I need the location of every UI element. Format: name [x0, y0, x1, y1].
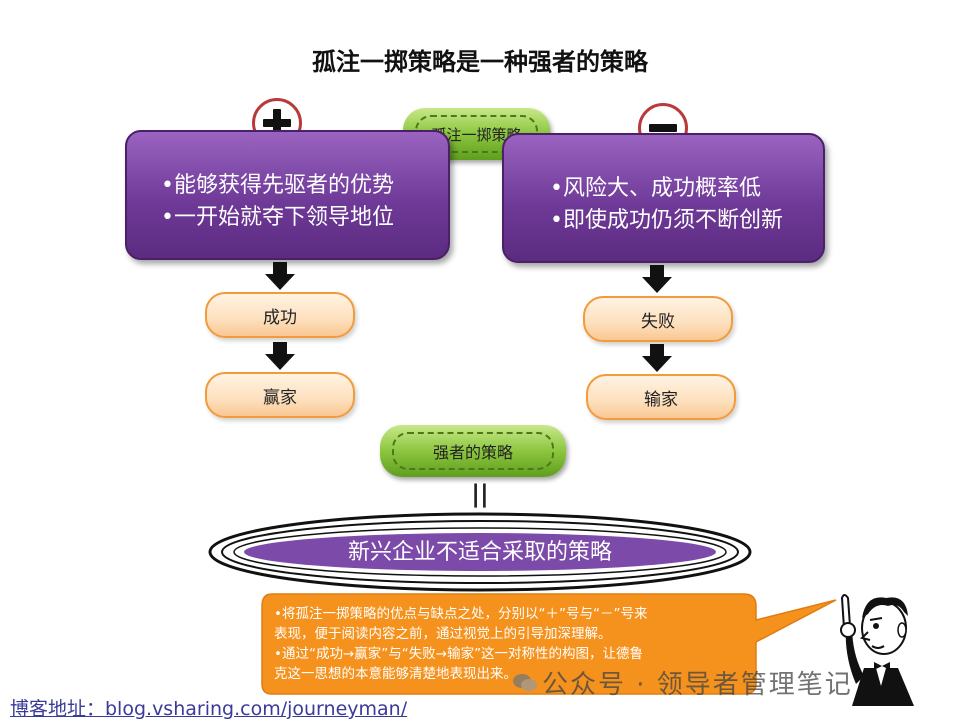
conclusion-text: 新兴企业不适合采取的策略 — [347, 540, 612, 565]
down-arrow-icon — [265, 262, 295, 290]
success-node: 成功 — [205, 292, 355, 338]
failure-node: 失败 — [583, 296, 733, 342]
down-arrow-icon — [642, 344, 672, 372]
callout-bubble — [261, 593, 837, 695]
winner-node: 赢家 — [205, 372, 355, 418]
thinking-man-icon — [840, 594, 914, 706]
advantages-box: •能够获得先驱者的优势 •一开始就夺下领导地位 — [125, 130, 450, 260]
watermark-text: 公众号 · 领导者管理笔记 — [542, 670, 853, 700]
center-strategy-text: 孤注一掷策略 — [431, 125, 522, 144]
disadvantage-item: •即使成功仍须不断创新 — [550, 208, 783, 233]
wechat-watermark: 公众号 · 领导者管理笔记 — [512, 664, 853, 701]
strong-strategy-text: 强者的策略 — [432, 443, 513, 462]
callout-line: 克这一思想的本意能够清楚地表现出来。 — [274, 666, 517, 682]
callout-text: •将孤注一掷策略的优点与缺点之处，分别以“＋”号与“－”号来 表现，便于阅读内容… — [274, 604, 754, 684]
wechat-icon — [513, 673, 537, 691]
callout-line: •将孤注一掷策略的优点与缺点之处，分别以“＋”号与“－”号来 — [274, 606, 648, 622]
conclusion-ring — [208, 512, 752, 592]
loser-node: 输家 — [586, 374, 736, 420]
callout-line: 表现，便于阅读内容之前，通过视觉上的引导加深理解。 — [274, 626, 612, 642]
advantage-item: •能够获得先驱者的优势 — [161, 173, 394, 198]
down-arrow-icon — [642, 265, 672, 293]
disadvantage-item: •风险大、成功概率低 — [550, 176, 761, 201]
blog-link[interactable]: 博客地址：blog.vsharing.com/journeyman/ — [10, 698, 408, 720]
strong-strategy-label: 强者的策略 — [380, 425, 566, 477]
strong-strategy-inner-border — [392, 432, 554, 470]
down-arrow-icon — [265, 342, 295, 370]
page-title: 孤注一掷策略是一种强者的策略 — [312, 48, 648, 76]
advantage-item: •一开始就夺下领导地位 — [161, 205, 394, 230]
callout-line: •通过“成功→赢家”与“失败→输家”这一对称性的构图，让德鲁 — [274, 646, 644, 662]
disadvantages-box: •风险大、成功概率低 •即使成功仍须不断创新 — [502, 133, 825, 263]
equals-sign: || — [471, 480, 489, 508]
